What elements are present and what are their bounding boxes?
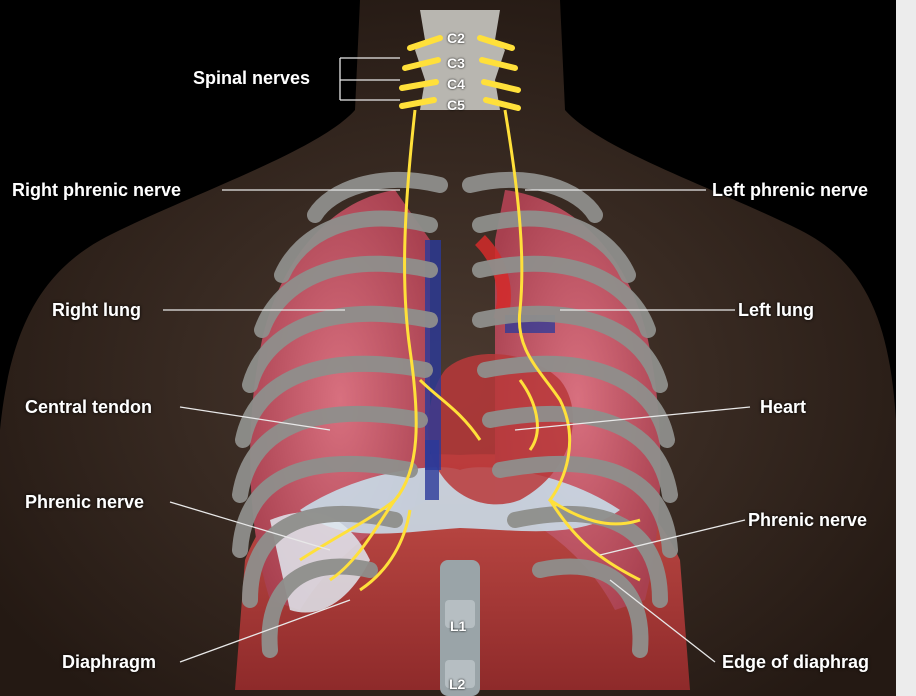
label-phrenic-nerve-left-side: Phrenic nerve xyxy=(25,492,145,512)
vertebra-c3-label: C3 xyxy=(447,55,465,71)
label-left-lung: Left lung xyxy=(738,300,814,320)
vertebra-c5-label: C5 xyxy=(447,97,465,113)
label-right-lung: Right lung xyxy=(52,300,141,320)
ribs-right xyxy=(232,171,448,658)
phrenic-nerves xyxy=(299,109,641,592)
vertebra-l2-label: L2 xyxy=(449,676,466,692)
scrollbar-gutter[interactable] xyxy=(896,0,916,696)
ribs-left xyxy=(462,171,678,658)
spinal-nerve-roots xyxy=(399,35,521,111)
vertebra-c4-label: C4 xyxy=(447,76,465,92)
label-heart: Heart xyxy=(760,397,807,417)
vertebra-c2-label: C2 xyxy=(447,30,465,46)
cervical-spine xyxy=(415,10,505,110)
label-central-tendon: Central tendon xyxy=(25,397,153,417)
label-right-phrenic-nerve: Right phrenic nerve xyxy=(12,180,182,200)
label-left-phrenic-nerve: Left phrenic nerve xyxy=(712,180,869,200)
label-edge-of-diaphragm: Edge of diaphrag xyxy=(722,652,870,672)
leader-lines xyxy=(163,57,751,663)
label-phrenic-nerve-right-side: Phrenic nerve xyxy=(748,510,868,530)
label-diaphragm: Diaphragm xyxy=(62,652,157,672)
label-spinal-nerves: Spinal nerves xyxy=(193,68,311,88)
vertebra-l1-label: L1 xyxy=(450,618,467,634)
